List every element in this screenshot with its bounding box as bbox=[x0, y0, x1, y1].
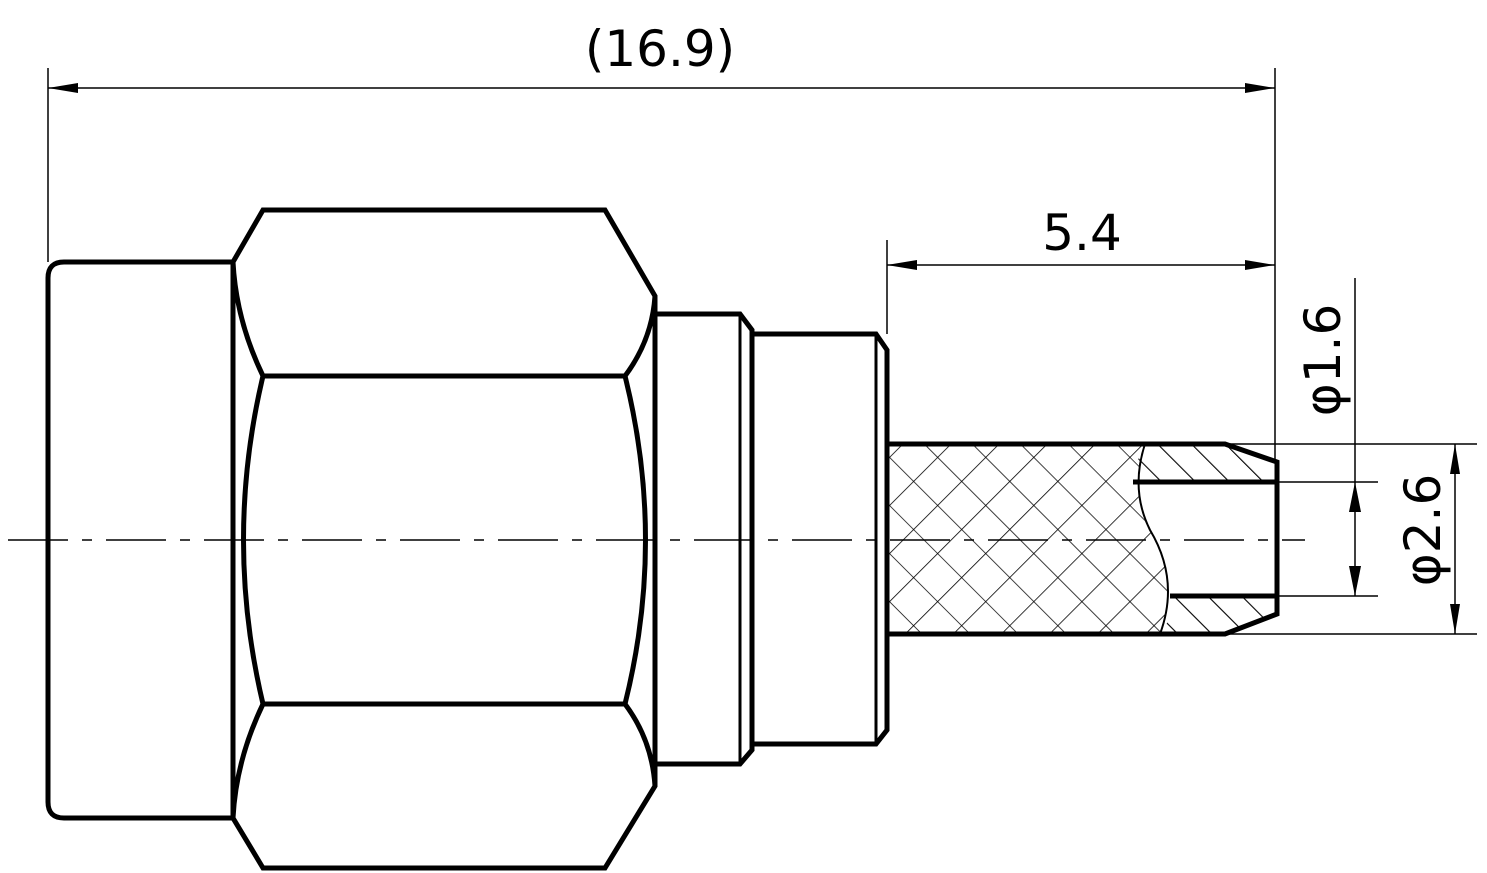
cable-braid bbox=[887, 444, 1168, 634]
coupling-nut bbox=[45, 259, 236, 821]
inner-diameter-label: φ1.6 bbox=[1294, 304, 1352, 417]
extension-lines bbox=[47, 68, 1477, 635]
crimp-length-label: 5.4 bbox=[1042, 204, 1122, 262]
body-ring bbox=[652, 311, 755, 767]
outer-diameter-label: φ2.6 bbox=[1394, 474, 1452, 587]
ferrule bbox=[749, 331, 890, 747]
cable-insulation-bottom bbox=[1160, 596, 1277, 634]
cable-insulation-top bbox=[1133, 444, 1277, 482]
overall-length-label: (16.9) bbox=[585, 20, 735, 78]
cable-outline bbox=[887, 441, 1280, 637]
break-line bbox=[1137, 443, 1169, 635]
hex-body bbox=[230, 207, 658, 871]
